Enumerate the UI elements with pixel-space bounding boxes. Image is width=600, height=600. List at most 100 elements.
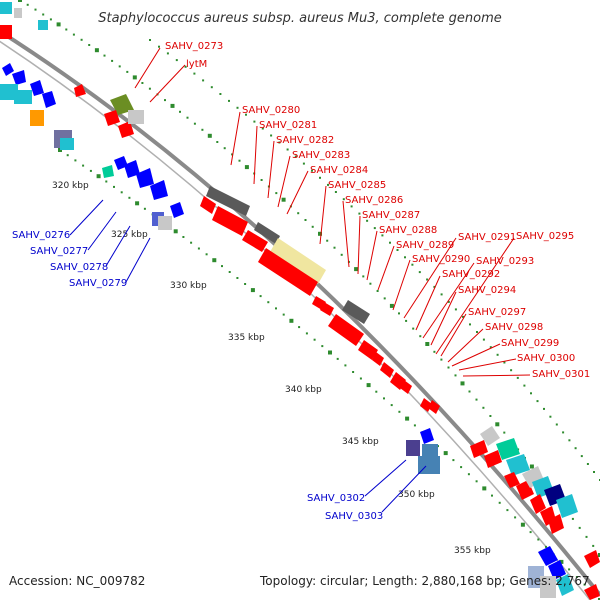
ruler-dot bbox=[592, 544, 595, 547]
ruler-dot bbox=[503, 361, 506, 364]
ruler-dot bbox=[354, 267, 359, 272]
scale-label: 340 kbp bbox=[285, 385, 322, 395]
ruler-dot bbox=[536, 400, 539, 403]
ruler-dot bbox=[362, 275, 365, 278]
gene-feature bbox=[42, 91, 56, 108]
ruler-dot bbox=[197, 247, 200, 250]
ruler-dot bbox=[250, 288, 255, 293]
gene-label: SAHV_0288 bbox=[379, 225, 437, 236]
gene-feature bbox=[102, 165, 114, 178]
ruler-dot bbox=[373, 227, 376, 230]
gene-feature bbox=[200, 196, 216, 214]
ruler-dot bbox=[182, 236, 185, 238]
ruler-dot bbox=[496, 353, 499, 356]
ruler-dot bbox=[405, 416, 410, 421]
ruler-dot bbox=[210, 86, 213, 89]
ruler-dot bbox=[179, 110, 181, 113]
ruler-dot bbox=[297, 212, 300, 215]
gene-labels-red: SAHV_0273 lytM SAHV_0280 SAHV_0281 SAHV_… bbox=[165, 41, 590, 380]
gene-feature bbox=[254, 222, 280, 244]
gene-feature bbox=[38, 20, 48, 30]
ruler-dot bbox=[398, 312, 400, 315]
ruler-dot bbox=[120, 191, 123, 194]
ruler-dot bbox=[575, 576, 578, 578]
ruler-dot bbox=[516, 376, 519, 379]
gene-feature bbox=[0, 25, 12, 39]
ruler-dot bbox=[236, 277, 239, 279]
ruler-dot bbox=[411, 263, 414, 266]
ruler-dot bbox=[205, 253, 208, 256]
ruler-dot bbox=[543, 407, 545, 410]
ruler-dot bbox=[440, 293, 443, 296]
ruler-dot bbox=[74, 159, 77, 162]
ruler-dot bbox=[212, 258, 217, 263]
ruler-dot bbox=[405, 319, 408, 322]
scale-label: 355 kbp bbox=[454, 546, 491, 556]
gene-feature bbox=[104, 110, 120, 126]
ruler-dot bbox=[286, 148, 289, 151]
ruler-dot bbox=[56, 22, 61, 27]
ruler-dot bbox=[412, 327, 415, 330]
gene-feature bbox=[584, 550, 600, 568]
ruler-dot bbox=[228, 271, 231, 273]
gene-label: SAHV_0294 bbox=[458, 285, 516, 296]
ruler-dot bbox=[418, 271, 421, 274]
scale-label: 350 kbp bbox=[398, 490, 435, 500]
gene-feature bbox=[320, 302, 334, 316]
gene-label: SAHV_0300 bbox=[517, 353, 575, 364]
ruler-dot bbox=[148, 87, 151, 90]
ruler-dot bbox=[202, 79, 205, 82]
gene-label: SAHV_0278 bbox=[50, 262, 108, 273]
gene-label: SAHV_0301 bbox=[532, 369, 590, 380]
ruler-dot bbox=[468, 390, 471, 393]
ruler-dot bbox=[489, 415, 492, 417]
ruler-dot bbox=[302, 162, 305, 165]
ruler-dot bbox=[304, 219, 307, 221]
gene-label: SAHV_0298 bbox=[485, 322, 543, 333]
ruler-dot bbox=[559, 559, 564, 564]
gene-feature bbox=[136, 168, 154, 188]
gene-feature bbox=[418, 456, 440, 474]
ruler-dot bbox=[571, 517, 574, 520]
ruler-dot bbox=[236, 106, 239, 109]
ruler-dot bbox=[578, 526, 581, 529]
gene-feature bbox=[556, 494, 578, 518]
ruler-dot bbox=[141, 82, 144, 84]
gene-feature bbox=[530, 494, 546, 514]
gene-feature bbox=[242, 230, 268, 252]
ruler-dot bbox=[270, 134, 273, 137]
ruler-dot bbox=[574, 447, 577, 450]
gene-label: SAHV_0297 bbox=[468, 307, 526, 318]
ruler-dot bbox=[170, 103, 175, 108]
ruler-dot bbox=[350, 205, 353, 208]
ruler-dot bbox=[311, 225, 314, 228]
gene-feature bbox=[206, 186, 250, 216]
ruler-dot bbox=[549, 415, 552, 418]
gene-feature bbox=[124, 160, 140, 178]
ruler-dot bbox=[369, 282, 372, 285]
ruler-dot bbox=[245, 113, 247, 116]
ruler-dot bbox=[298, 326, 301, 329]
ruler-dot bbox=[166, 52, 169, 55]
ruler-dot bbox=[580, 455, 583, 458]
ruler-dot bbox=[568, 439, 571, 442]
ruler-dot bbox=[383, 297, 386, 300]
gene-feature bbox=[270, 238, 326, 284]
ruler-dot bbox=[514, 516, 517, 519]
ruler-dot bbox=[201, 128, 204, 131]
gene-feature bbox=[548, 514, 564, 534]
ruler-dot bbox=[344, 364, 347, 367]
ruler-dot bbox=[482, 486, 487, 491]
gene-label: SAHV_0292 bbox=[442, 269, 500, 280]
ruler-dot bbox=[42, 13, 45, 16]
ruler-dot bbox=[475, 398, 478, 401]
gene-label: SAHV_0277 bbox=[30, 246, 88, 257]
ruler-dot bbox=[88, 44, 91, 46]
ruler-dot bbox=[460, 466, 463, 469]
gene-feature bbox=[380, 362, 394, 378]
gene-feature bbox=[540, 576, 556, 598]
ruler-dot bbox=[113, 185, 115, 188]
gene-feature bbox=[372, 352, 384, 366]
ruler-dot bbox=[530, 392, 532, 395]
gene-feature bbox=[406, 440, 420, 456]
